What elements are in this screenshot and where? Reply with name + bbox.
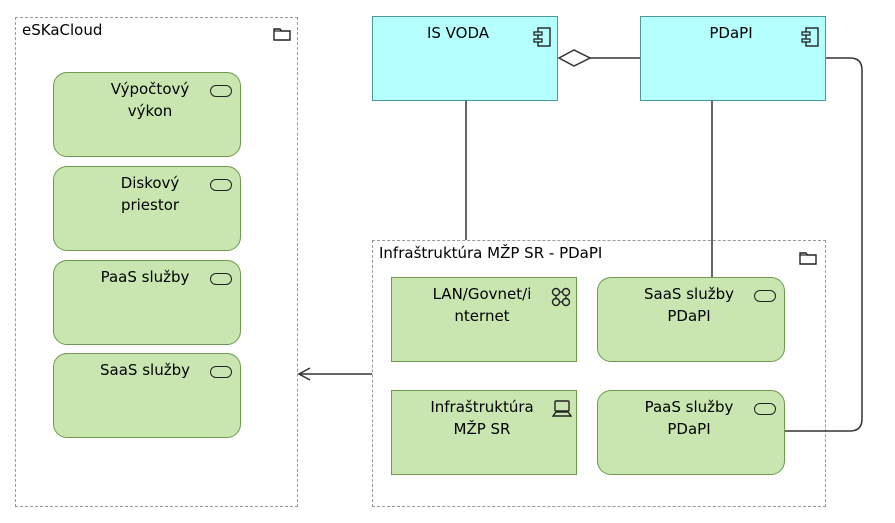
service-pill-icon	[210, 179, 232, 191]
node-pdapi-line1: PDaPI	[709, 24, 753, 42]
node-paas-pdapi-line1: PaaS služby	[644, 398, 734, 416]
pdapi-to-paas-pdapi-line	[785, 57, 863, 432]
group-infrastruktura: Infraštruktúra MŽP SR - PDaPI	[372, 240, 826, 507]
node-saas-sluzby-pdapi[interactable]: SaaS služby PDaPI	[597, 277, 785, 362]
node-pdapi[interactable]: PDaPI	[640, 16, 826, 101]
node-is-voda[interactable]: IS VODA	[372, 16, 558, 101]
node-infrastruktura-mzp-sr[interactable]: Infraštruktúra MŽP SR	[391, 390, 577, 475]
node-infra-mzp-line1: Infraštruktúra	[430, 398, 534, 416]
group-infra-title: Infraštruktúra MŽP SR - PDaPI	[379, 244, 603, 262]
component-icon	[801, 27, 819, 47]
device-icon	[552, 400, 572, 417]
node-is-voda-line1: IS VODA	[426, 24, 490, 42]
service-pill-icon	[754, 290, 776, 302]
node-saas-pdapi-line1: SaaS služby	[644, 285, 734, 303]
node-saas-line1: SaaS služby	[100, 361, 190, 379]
arrow-head-icon	[297, 367, 311, 381]
node-diskovy-priestor[interactable]: Diskový priestor	[53, 166, 241, 251]
folder-icon	[273, 28, 291, 41]
node-diskovy-line2: priestor	[120, 196, 180, 214]
service-pill-icon	[210, 85, 232, 97]
node-lan-govnet-internet[interactable]: LAN/Govnet/i nternet	[391, 277, 577, 362]
node-vypoctovy-line1: Výpočtový	[110, 80, 190, 98]
aggregation-diamond	[557, 49, 592, 67]
node-paas-line1: PaaS služby	[100, 268, 190, 286]
group-eskacloud: eSKaCloud	[15, 17, 298, 507]
service-pill-icon	[754, 403, 776, 415]
network-icon	[551, 287, 571, 307]
service-pill-icon	[210, 273, 232, 285]
node-saas-pdapi-line2: PDaPI	[667, 307, 711, 325]
node-lan-line2: nternet	[454, 307, 510, 325]
node-vypoctovy-vykon[interactable]: Výpočtový výkon	[53, 72, 241, 157]
node-saas-sluzby[interactable]: SaaS služby	[53, 353, 241, 438]
component-icon	[533, 27, 551, 47]
node-infra-mzp-line2: MŽP SR	[453, 420, 511, 438]
node-lan-line1: LAN/Govnet/i	[432, 285, 532, 303]
group-eskacloud-title: eSKaCloud	[22, 21, 103, 39]
node-diskovy-line1: Diskový	[120, 174, 180, 192]
node-paas-sluzby[interactable]: PaaS služby	[53, 260, 241, 345]
node-vypoctovy-line2: výkon	[127, 102, 173, 120]
node-paas-pdapi-line2: PDaPI	[667, 420, 711, 438]
folder-icon	[799, 252, 817, 265]
node-paas-sluzby-pdapi[interactable]: PaaS služby PDaPI	[597, 390, 785, 475]
service-pill-icon	[210, 366, 232, 378]
